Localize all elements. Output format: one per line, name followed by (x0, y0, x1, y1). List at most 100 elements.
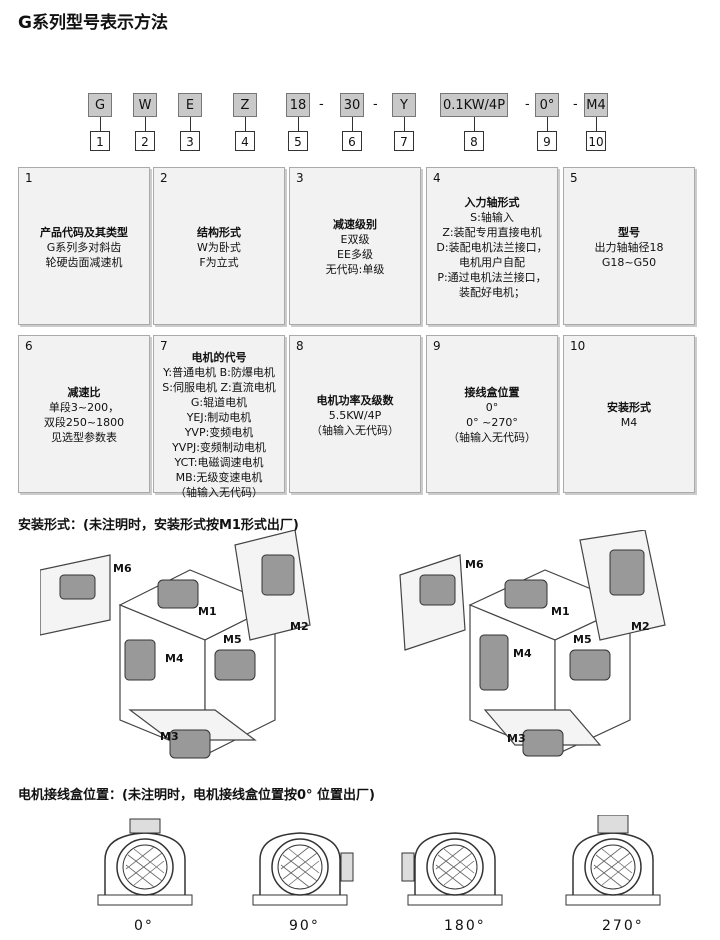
card-heading: 减速比 (67, 386, 101, 399)
mounting-diagram-right: M1 M2 M3 M4 M5 M6 (399, 530, 666, 757)
code-connector (547, 117, 548, 131)
card-line: G系列多对斜齿 (46, 240, 122, 254)
card-number: 2 (160, 171, 168, 185)
terminal-box (129, 818, 161, 834)
card-heading: 接线盒位置 (464, 386, 520, 399)
card-line: Y:普通电机 B:防爆电机 (163, 366, 275, 379)
label-m1: M1 (198, 605, 217, 618)
card-number: 5 (570, 171, 578, 185)
card-line: S:轴输入 (470, 210, 514, 224)
card-line: EE多级 (337, 248, 373, 261)
card-heading: 入力轴形式 (464, 195, 520, 209)
card-line: G18~G50 (601, 255, 657, 269)
card-line: YVPJ:变频制动电机 (172, 441, 266, 454)
code-number-4: 4 (235, 131, 255, 151)
card-line: S:伺服电机 Z:直流电机 (162, 381, 276, 394)
code-box-2: W (133, 93, 157, 117)
code-box-9: 0° (535, 93, 559, 117)
card-number: 1 (25, 171, 33, 185)
card-line: YCT:电磁调速电机 (174, 456, 264, 469)
card-line: M4 (620, 416, 638, 429)
card-line: F为立式 (199, 255, 239, 269)
code-dash: - (573, 97, 578, 112)
card-line: Z:装配专用直接电机 (442, 225, 542, 239)
card-line: 见选型参数表 (51, 431, 117, 444)
terminal-box (597, 815, 629, 834)
code-box-5: 18 (286, 93, 310, 117)
motor-end-view-1 (97, 818, 193, 906)
card-number: 3 (296, 171, 304, 185)
code-dash: - (525, 97, 530, 112)
label-m5: M5 (223, 633, 242, 646)
angle-label-4: 270° (602, 918, 644, 934)
motor-end-view-4 (565, 815, 661, 906)
mounting-diagram-left: M1 M2 M3 M4 M5 M6 (40, 530, 311, 759)
code-connector (100, 117, 101, 131)
card-line: 0° ~270° (466, 416, 518, 429)
svg-text:M1: M1 (551, 605, 570, 618)
terminal-box (340, 852, 354, 882)
label-m4: M4 (165, 652, 184, 665)
card-line: YVP:变频电机 (184, 426, 254, 439)
code-connector (190, 117, 191, 131)
svg-text:M3: M3 (507, 732, 526, 745)
card-line: 出力轴轴径18 (594, 240, 664, 254)
code-connector (352, 117, 353, 131)
page-title: G系列型号表示方法 (18, 13, 168, 33)
card-number: 7 (160, 339, 168, 353)
card-line: 无代码:单级 (325, 263, 385, 276)
code-connector (298, 117, 299, 131)
card-line: （轴输入无代码） (175, 486, 263, 499)
svg-text:M4: M4 (513, 647, 532, 660)
card-line: YEJ:制动电机 (186, 411, 252, 424)
code-number-2: 2 (135, 131, 155, 151)
svg-text:M6: M6 (465, 558, 484, 571)
card-line: 双段250~1800 (43, 416, 125, 429)
card-number: 6 (25, 339, 33, 353)
label-m6: M6 (113, 562, 132, 575)
angle-label-2: 90° (289, 918, 320, 934)
code-box-6: 30 (340, 93, 364, 117)
code-connector (145, 117, 146, 131)
card-line: 0° (485, 401, 499, 414)
code-connector (245, 117, 246, 131)
card-9: 9 接线盒位置 0° 0° ~270° （轴输入无代码） (426, 335, 558, 493)
code-connector (404, 117, 405, 131)
code-box-10: M4 (584, 93, 608, 117)
card-number: 10 (570, 339, 586, 353)
card-heading: 减速级别 (333, 218, 377, 231)
card-line: MB:无级变速电机 (175, 471, 263, 484)
card-heading: 产品代码及其类型 (40, 225, 128, 239)
svg-text:M2: M2 (631, 620, 650, 633)
code-number-9: 9 (537, 131, 557, 151)
code-number-10: 10 (586, 131, 606, 151)
card-line: （轴输入无代码） (311, 423, 399, 437)
code-number-6: 6 (342, 131, 362, 151)
angle-label-3: 180° (444, 918, 486, 934)
code-box-1: G (88, 93, 112, 117)
card-number: 8 (296, 339, 304, 353)
card-6: 6 减速比单段3~200， 双段250~1800 见选型参数表 (18, 335, 150, 493)
svg-text:M5: M5 (573, 633, 592, 646)
code-box-8: 0.1KW/4P (440, 93, 508, 117)
motor-end-view-3 (401, 832, 503, 906)
card-heading: 结构形式 (197, 225, 241, 239)
code-number-5: 5 (288, 131, 308, 151)
card-line: 电机用户自配 (459, 255, 525, 269)
code-connector (596, 117, 597, 131)
label-m3: M3 (160, 730, 179, 743)
card-line: （轴输入无代码） (448, 431, 536, 444)
card-line: 5.5KW/4P (328, 408, 382, 422)
card-number: 4 (433, 171, 441, 185)
card-line: 轮硬齿面减速机 (45, 255, 123, 269)
card-line: 单段3~200， (48, 401, 120, 414)
card-number: 9 (433, 339, 441, 353)
card-line: D:装配电机法兰接口， (436, 240, 548, 254)
